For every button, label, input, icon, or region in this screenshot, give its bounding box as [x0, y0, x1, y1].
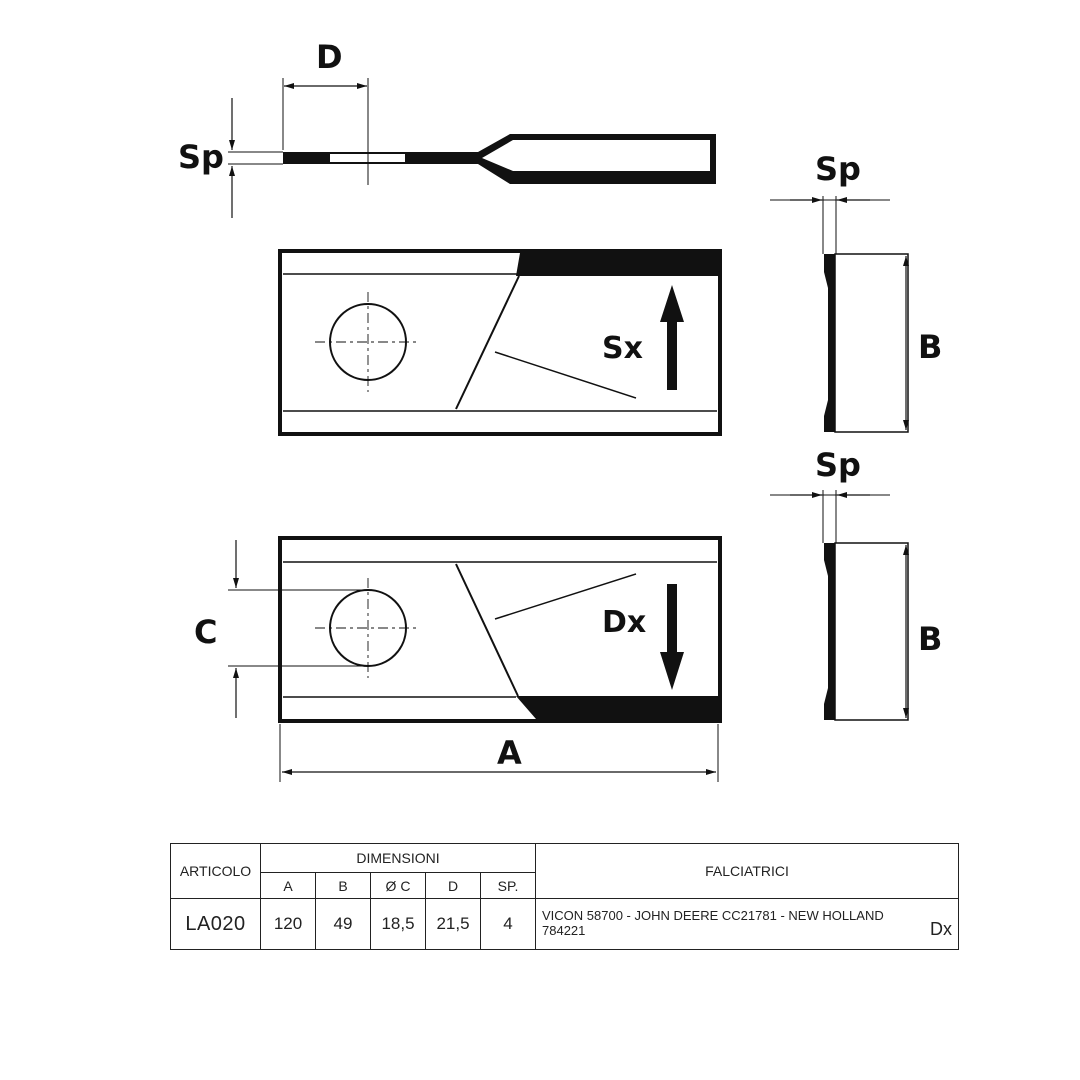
sx-label: Sx — [602, 331, 643, 366]
value-d: 21,5 — [425, 898, 481, 950]
sp-label-upper: Sp — [815, 150, 861, 188]
header-mowers: FALCIATRICI — [535, 843, 960, 899]
blade-taper-inner — [482, 140, 710, 171]
value-c: 18,5 — [370, 898, 426, 950]
sp-label-lower: Sp — [815, 446, 861, 484]
edge-view-upper: Sp B — [770, 150, 942, 433]
blade-sx-view: Sx — [278, 249, 722, 436]
a-label: A — [497, 734, 522, 772]
dx-label: Dx — [602, 605, 646, 640]
arrow-down-icon — [660, 584, 684, 690]
c-label: C — [194, 613, 217, 651]
value-b: 49 — [315, 898, 371, 950]
specification-table: ARTICOLO DIMENSIONI FALCIATRICI A B Ø C … — [170, 843, 960, 950]
side-view-top: Sp D — [178, 38, 716, 218]
arrow-up-icon — [660, 285, 684, 390]
b-label-upper: B — [918, 328, 942, 366]
header-dim-d: D — [425, 872, 481, 899]
article-code: LA020 — [170, 898, 261, 950]
edge-view-lower: Sp B — [770, 446, 942, 721]
header-dimensions: DIMENSIONI — [259, 843, 537, 873]
mowers-cell: VICON 58700 - JOHN DEERE CC21781 - NEW H… — [535, 898, 960, 950]
blade-dx-view: Dx C A — [194, 536, 722, 782]
dx-cutting-edge — [516, 696, 718, 719]
header-article: ARTICOLO — [170, 843, 261, 899]
header-dim-b: B — [315, 872, 371, 899]
sx-cutting-edge — [516, 253, 718, 276]
header-dim-a: A — [260, 872, 316, 899]
b-label-lower: B — [918, 620, 942, 658]
sp-label-top: Sp — [178, 138, 224, 176]
header-dim-c: Ø C — [370, 872, 426, 899]
direction-code: Dx — [930, 919, 953, 939]
value-a: 120 — [260, 898, 316, 950]
mowers-list: VICON 58700 - JOHN DEERE CC21781 - NEW H… — [542, 908, 884, 938]
table-row: LA020 120 49 18,5 21,5 4 VICON 58700 - J… — [170, 898, 960, 950]
d-label: D — [316, 38, 343, 76]
blade-technical-drawing: Sp D Sx Dx — [178, 38, 942, 782]
value-sp: 4 — [479, 898, 537, 950]
header-dim-sp: SP. — [479, 872, 537, 899]
